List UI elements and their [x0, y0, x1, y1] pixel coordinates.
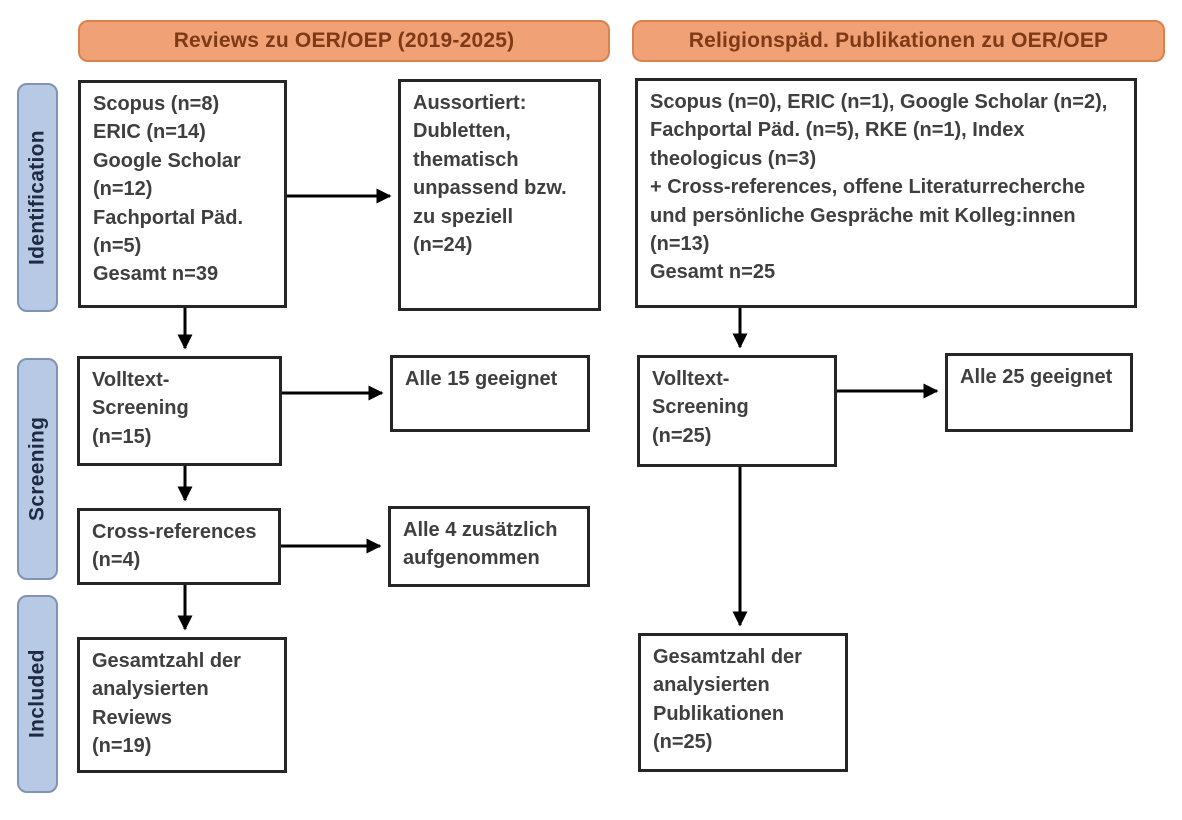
box-left-excluded: Aussortiert: Dubletten, thematisch unpas…: [398, 79, 601, 311]
column-header-reviews: Reviews zu OER/OEP (2019-2025): [78, 20, 610, 62]
box-right-screening-result: Alle 25 geeignet: [945, 353, 1133, 432]
stage-label-identification: Identification: [17, 83, 58, 312]
box-right-included-total: Gesamtzahl der analysierten Publikatione…: [638, 633, 848, 772]
box-right-fulltext-screening: Volltext- Screening (n=25): [637, 355, 837, 467]
box-left-fulltext-screening: Volltext- Screening (n=15): [77, 356, 282, 466]
box-left-crossref-result: Alle 4 zusätzlich aufgenommen: [388, 506, 590, 587]
box-left-included-total: Gesamtzahl der analysierten Reviews (n=1…: [77, 637, 287, 773]
box-left-crossreferences: Cross-references (n=4): [77, 508, 281, 585]
box-left-identification-sources: Scopus (n=8) ERIC (n=14) Google Scholar …: [78, 80, 287, 308]
column-header-religionspaed: Religionspäd. Publikationen zu OER/OEP: [632, 20, 1165, 62]
box-right-identification-sources: Scopus (n=0), ERIC (n=1), Google Scholar…: [635, 78, 1137, 308]
stage-label-screening: Screening: [17, 358, 58, 580]
box-left-screening-result: Alle 15 geeignet: [390, 355, 590, 432]
stage-label-included: Included: [17, 595, 58, 793]
